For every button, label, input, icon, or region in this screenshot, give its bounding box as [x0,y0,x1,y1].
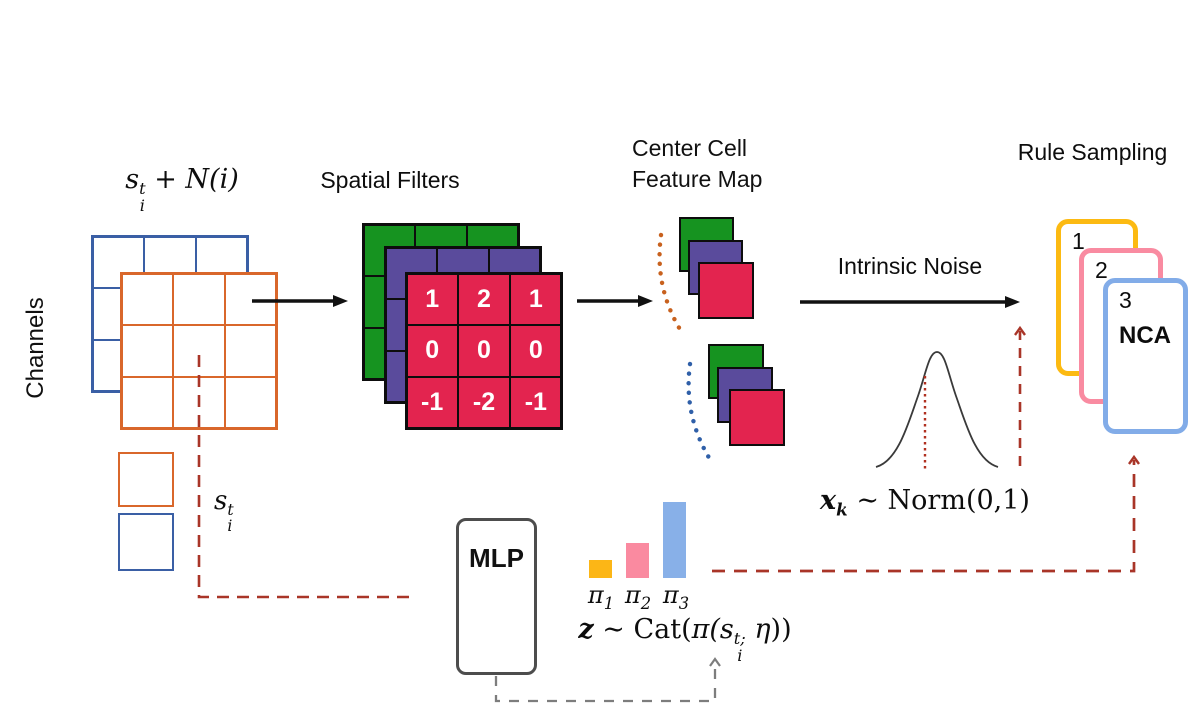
pi2-bar [626,543,649,578]
normal-distribution-equation: xk ∼ Norm(0,1) [820,485,1030,520]
pi1-bar [589,560,612,578]
rule-card-3: 3 NCA [1103,278,1188,434]
rule-card-number: 2 [1095,257,1108,283]
filter-value: -1 [407,378,457,428]
pi3-bar [663,502,686,578]
filter-value: 0 [407,326,457,376]
mlp-box: MLP [456,518,537,675]
feature-square-red-top [698,262,754,319]
filter-value: 0 [511,326,561,376]
intrinsic-noise-label: Intrinsic Noise [837,253,983,279]
filter-value: 1 [511,274,561,324]
rule-card-number: 3 [1119,287,1132,313]
channels-axis-label: Channels [22,297,49,399]
single-cell-blue [118,513,174,571]
filter-value: 2 [459,274,509,324]
feature-map-title: Center Cell Feature Map [632,135,763,192]
input-grid-channel-orange [120,272,278,430]
gaussian-curve [875,351,999,468]
pi3-label: π3 [662,581,690,613]
pi1-label: π1 [587,581,615,613]
single-cell-orange [118,452,174,507]
filter-value: -1 [511,378,561,428]
feature-square-red-bottom [729,389,785,446]
spatial-filters-title: Spatial Filters [320,167,460,193]
dotted-orange-arc [657,232,684,334]
filter-grid-sobel: 1 2 1 0 0 0 -1 -2 -1 [405,272,563,430]
filter-value: -2 [459,378,509,428]
filter-value: 1 [407,274,457,324]
rule-card-number: 1 [1072,228,1085,254]
rule-sampling-title: Rule Sampling [1017,139,1168,165]
filter-value: 0 [459,326,509,376]
pi2-label: π2 [624,581,652,613]
nca-label: NCA [1119,322,1171,349]
